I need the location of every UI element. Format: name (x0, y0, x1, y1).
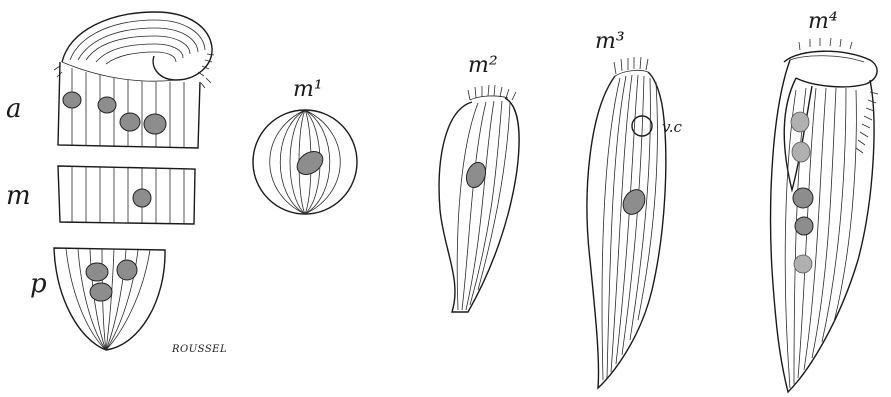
peristome-spiral (54, 12, 214, 88)
artist-signature: ROUSSEL (171, 344, 227, 355)
striations-m4 (785, 88, 856, 388)
fragment-p: p (30, 248, 165, 350)
label-m3: m³ (595, 29, 625, 54)
macronucleus-bead-m (133, 189, 151, 207)
label-m4: m⁴ (808, 9, 838, 34)
stage-m1: m¹ (253, 77, 357, 214)
stage-m4: m⁴ (771, 9, 878, 392)
label-a: a (6, 94, 22, 124)
cilia-m3 (614, 57, 648, 74)
macronucleus-chain-m4 (791, 112, 813, 273)
fragment-m: m (6, 166, 195, 224)
striations-m3 (602, 75, 657, 380)
fragment-a: a (6, 12, 214, 148)
label-m2: m² (468, 53, 498, 78)
label-m: m (6, 181, 31, 211)
macronucleus-m1 (293, 147, 327, 179)
macronucleus-beads-a (63, 92, 166, 134)
label-p: p (30, 269, 47, 299)
stage-m2: m² (439, 53, 519, 312)
stage-m3: m³ v.c (587, 29, 682, 388)
striations-m (72, 166, 184, 224)
label-m1: m¹ (293, 77, 323, 102)
striations-m2 (457, 101, 510, 310)
label-vc: v.c (662, 118, 682, 136)
macronucleus-m2 (463, 160, 489, 191)
striations-a (72, 68, 184, 148)
macronucleus-m3 (619, 186, 649, 219)
